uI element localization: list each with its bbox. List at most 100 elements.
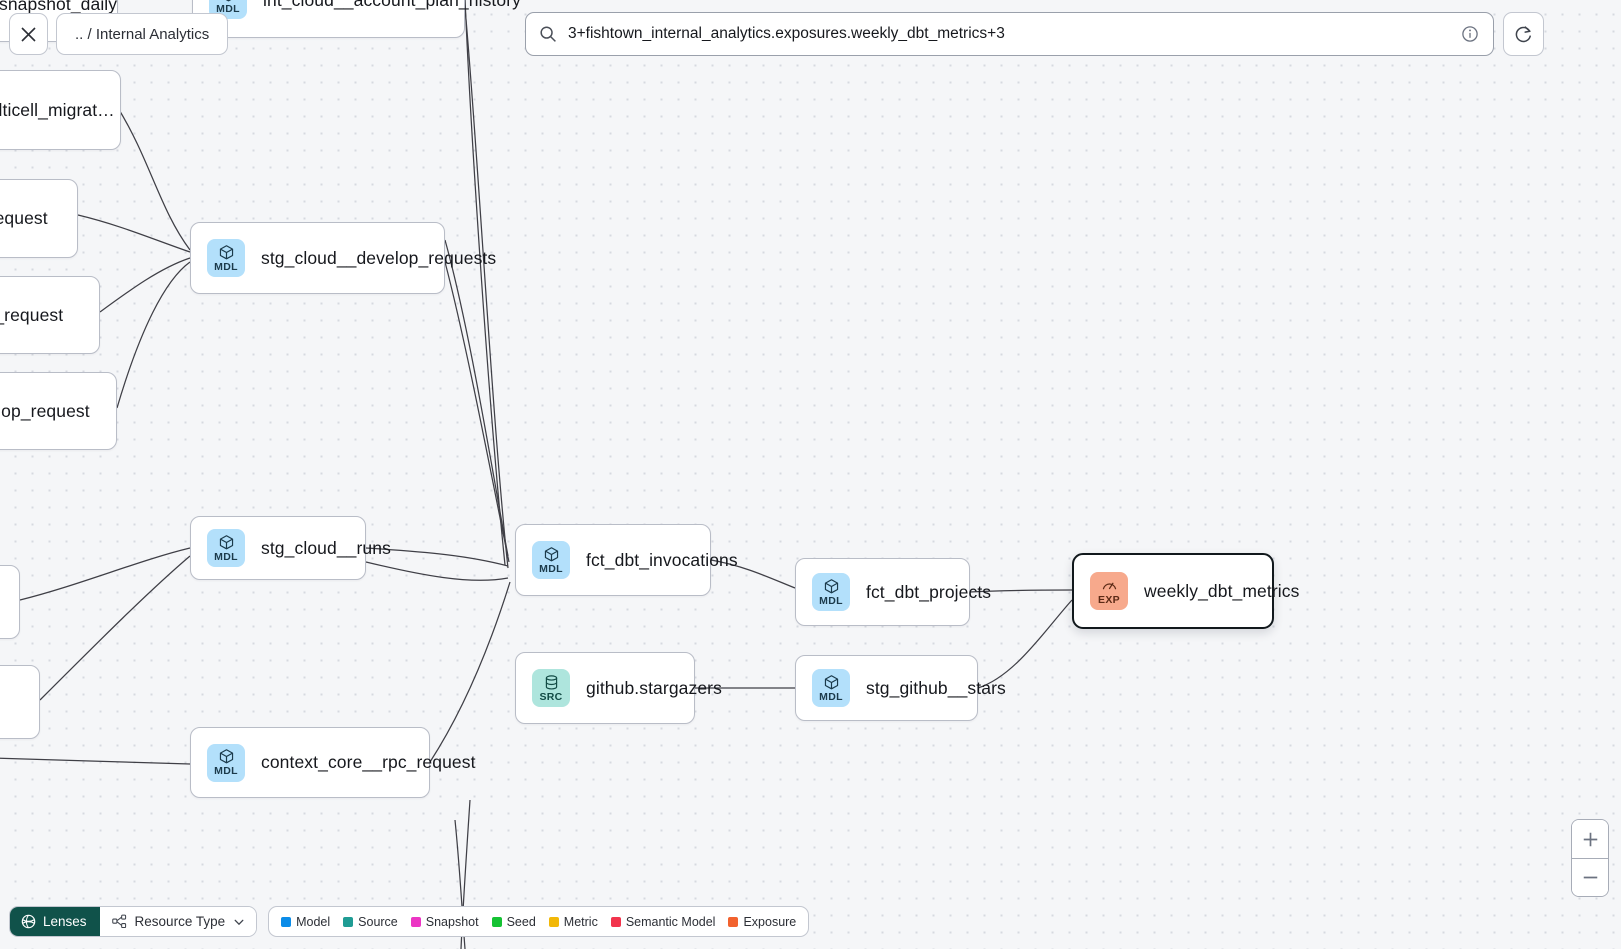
chevron-down-icon	[234, 919, 244, 925]
legend-label: Source	[358, 914, 398, 929]
badge-label: EXP	[1098, 593, 1120, 606]
model-badge: MDL	[812, 669, 850, 707]
search-input[interactable]: 3+fishtown_internal_analytics.exposures.…	[568, 25, 1005, 42]
badge-label: MDL	[819, 594, 843, 607]
lineage-edge	[365, 561, 509, 581]
cube-icon	[225, 0, 231, 2]
lineage-edge	[429, 581, 511, 763]
legend-item-model[interactable]: Model	[281, 915, 330, 929]
graph-node-velop_request[interactable]: MDLvelop_request	[0, 276, 100, 354]
legend-item-seed[interactable]: Seed	[491, 914, 536, 929]
graph-node-fct_dbt_invocations[interactable]: MDL fct_dbt_invocations	[515, 524, 738, 596]
lenses-group: Lenses Resource Type	[9, 906, 258, 937]
badge-label: MDL	[819, 690, 843, 703]
graph-node-weekly_dbt_metrics[interactable]: EXP weekly_dbt_metrics	[1072, 553, 1299, 629]
graph-node-stg_github__stars[interactable]: MDL stg_github__stars	[795, 655, 1006, 721]
lens-aperture-icon	[21, 914, 36, 929]
zoom-out-button[interactable]	[1572, 858, 1608, 896]
legend-swatch	[491, 916, 502, 927]
model-badge: MDL	[532, 541, 570, 579]
legend-swatch	[343, 916, 354, 927]
lineage-edge	[19, 547, 191, 601]
node-label: _develop_request	[0, 400, 90, 421]
legend-item-semantic-model[interactable]: Semantic Model	[610, 914, 716, 929]
cube-icon	[219, 244, 233, 260]
badge-label: MDL	[214, 765, 238, 778]
zoom-controls	[1571, 819, 1609, 897]
cube-icon	[544, 546, 558, 562]
legend-item-source[interactable]: Source	[343, 915, 398, 929]
graph-node-stg_cloud__runs[interactable]: MDL stg_cloud__runs	[190, 516, 391, 580]
model-badge: MDL	[207, 529, 245, 567]
close-button[interactable]	[9, 13, 48, 55]
graph-node-int_cloud__account_plan_history[interactable]: MDLint_cloud__account_plan_history	[192, 0, 521, 38]
model-badge: MDL	[812, 573, 850, 611]
node-label: stg_github__stars	[866, 677, 1006, 698]
lenses-label: Lenses	[43, 914, 87, 929]
legend-label: Exposure	[743, 914, 797, 929]
source-badge: SRC	[532, 669, 570, 707]
lineage-edge	[464, 7, 509, 569]
lineage-edge	[39, 555, 191, 701]
lineage-edge	[444, 261, 510, 563]
resource-type-label: Resource Type	[134, 914, 226, 929]
refresh-button[interactable]	[1503, 12, 1544, 56]
badge-label: SRC	[539, 690, 563, 703]
legend-swatch	[281, 916, 292, 927]
search-icon	[540, 26, 556, 42]
lineage-edge	[977, 599, 1073, 689]
zoom-in-button[interactable]	[1572, 820, 1608, 858]
plus-icon	[1583, 832, 1597, 846]
graph-node-multicell_migrat[interactable]: MDLmulticell_migrat…	[0, 70, 121, 150]
graph-node-_develop_request[interactable]: MDL_develop_request	[0, 372, 117, 450]
node-label: multicell_migrat…	[0, 99, 115, 120]
graph-node-n_partial[interactable]: MDLn	[0, 565, 20, 639]
badge-label: MDL	[214, 260, 238, 273]
lenses-button[interactable]: Lenses	[10, 907, 100, 936]
lineage-edge	[117, 107, 191, 251]
node-label: context_core__rpc_request	[261, 752, 476, 772]
legend-label: Seed	[506, 914, 536, 929]
legend-swatch	[410, 916, 421, 927]
info-circle-icon[interactable]	[1461, 25, 1479, 43]
node-label: velop_request	[0, 304, 64, 325]
graph-node-p_request[interactable]: MDLp_request	[0, 179, 78, 258]
model-badge: MDL	[207, 743, 245, 782]
lineage-edge	[99, 257, 191, 313]
resource-type-dropdown[interactable]: Resource Type	[99, 907, 257, 936]
legend-swatch	[548, 916, 559, 927]
bottom-toolbar: Lenses Resource Type Model Source Snapshot…	[9, 906, 810, 937]
database-icon	[545, 675, 557, 690]
cube-icon	[219, 749, 233, 764]
badge-label: MDL	[214, 550, 238, 563]
resource-type-legend: Model Source Snapshot Seed Metric Semantic Mo…	[268, 906, 810, 937]
legend-label: Semantic Model	[625, 914, 716, 929]
legend-label: Model	[296, 914, 331, 929]
breadcrumb[interactable]: .. / Internal Analytics	[56, 13, 229, 55]
legend-item-exposure[interactable]: Exposure	[728, 915, 796, 929]
node-label: stg_cloud__runs	[261, 537, 391, 558]
node-label: p_request	[0, 208, 48, 228]
node-label: fct_dbt_invocations	[586, 549, 738, 570]
graph-node-run_partial[interactable]: MDL.run	[0, 665, 40, 739]
lineage-edge	[444, 239, 509, 557]
search-bar[interactable]: 3+fishtown_internal_analytics.exposures.…	[525, 12, 1494, 56]
refresh-icon	[1515, 25, 1531, 42]
lineage-edge	[464, 0, 506, 566]
minus-icon	[1583, 876, 1597, 879]
lineage-edge	[0, 757, 191, 765]
legend-label: Metric	[563, 914, 598, 929]
legend-label: Snapshot	[425, 914, 479, 929]
graph-node-context_core__rpc_request[interactable]: MDL context_core__rpc_request	[190, 727, 475, 798]
badge-label: MDL	[216, 2, 240, 15]
lineage-edge	[116, 261, 191, 409]
legend-item-snapshot[interactable]: Snapshot	[410, 914, 479, 929]
legend-item-metric[interactable]: Metric	[548, 914, 598, 929]
cube-icon	[824, 578, 838, 594]
node-label: weekly_dbt_metrics	[1144, 580, 1300, 601]
